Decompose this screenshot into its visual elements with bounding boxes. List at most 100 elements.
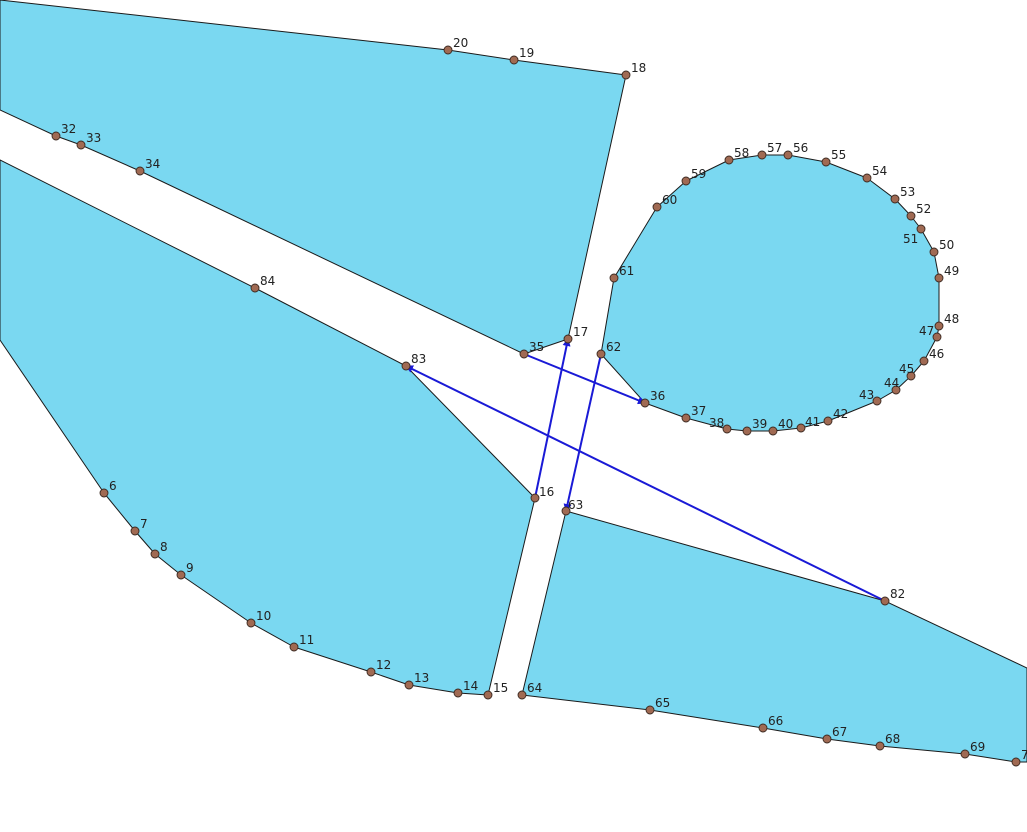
vertex-20 xyxy=(443,45,453,55)
vertex-layer xyxy=(51,45,1021,767)
vertex-11 xyxy=(289,642,299,652)
vertex-label-13: 13 xyxy=(414,671,429,685)
vertex-label-61: 61 xyxy=(619,264,634,278)
vertex-label-16: 16 xyxy=(539,485,554,499)
vertex-56 xyxy=(783,150,793,160)
vertex-label-32: 32 xyxy=(61,122,76,136)
vertex-label-67: 67 xyxy=(832,725,847,739)
vertex-40 xyxy=(768,426,778,436)
vertex-label-57: 57 xyxy=(767,141,782,155)
vertex-label-42: 42 xyxy=(833,407,848,421)
vertex-label-46: 46 xyxy=(929,347,944,361)
vertex-62 xyxy=(596,349,606,359)
vertex-label-45: 45 xyxy=(899,362,914,376)
vertex-label-69: 69 xyxy=(970,740,985,754)
vertex-label-6: 6 xyxy=(109,479,117,493)
vertex-19 xyxy=(509,55,519,65)
vertex-label-62: 62 xyxy=(606,340,621,354)
vertex-46 xyxy=(919,356,929,366)
arrow-35-to-36 xyxy=(523,353,646,405)
vertex-label-38: 38 xyxy=(709,416,724,430)
vertex-83 xyxy=(401,361,411,371)
vertex-label-58: 58 xyxy=(734,146,749,160)
vertex-41 xyxy=(796,423,806,433)
vertex-label-60: 60 xyxy=(662,193,677,207)
vertex-6 xyxy=(99,488,109,498)
vertex-label-36: 36 xyxy=(650,389,665,403)
vertex-label-8: 8 xyxy=(160,540,168,554)
vertex-51 xyxy=(916,224,926,234)
arrow-82-to-83 xyxy=(405,365,886,602)
vertex-44 xyxy=(891,385,901,395)
vertex-82 xyxy=(880,596,890,606)
vertex-58 xyxy=(724,155,734,165)
vertex-label-68: 68 xyxy=(885,732,900,746)
vertex-label-63: 63 xyxy=(568,498,583,512)
vertex-label-82: 82 xyxy=(890,587,905,601)
vertex-17 xyxy=(563,334,573,344)
vertex-label-52: 52 xyxy=(916,202,931,216)
vertex-label-40: 40 xyxy=(778,417,793,431)
arrow-16-to-17 xyxy=(534,338,571,499)
vertex-label-48: 48 xyxy=(944,312,959,326)
vertex-label-15: 15 xyxy=(493,681,508,695)
vertex-54 xyxy=(862,173,872,183)
vertex-label-84: 84 xyxy=(260,274,275,288)
vertex-label-37: 37 xyxy=(691,404,706,418)
vertex-50 xyxy=(929,247,939,257)
vertex-55 xyxy=(821,157,831,167)
vertex-48 xyxy=(934,321,944,331)
vertex-64 xyxy=(517,690,527,700)
vertex-12 xyxy=(366,667,376,677)
vertex-label-65: 65 xyxy=(655,696,670,710)
polygon-layer xyxy=(0,0,1027,763)
vertex-53 xyxy=(890,194,900,204)
vertex-label-56: 56 xyxy=(793,141,808,155)
vertex-label-19: 19 xyxy=(519,46,534,60)
vertex-9 xyxy=(176,570,186,580)
polygon-right-lower xyxy=(521,510,1027,763)
vertex-label-43: 43 xyxy=(859,388,874,402)
vertex-label-64: 64 xyxy=(527,681,542,695)
vertex-59 xyxy=(681,176,691,186)
polygon-left-lower xyxy=(0,159,536,696)
arrow-layer xyxy=(405,338,886,602)
vertex-34 xyxy=(135,166,145,176)
vertex-61 xyxy=(609,273,619,283)
vertex-47 xyxy=(932,332,942,342)
vertex-13 xyxy=(404,680,414,690)
vertex-68 xyxy=(875,741,885,751)
vertex-14 xyxy=(453,688,463,698)
vertex-42 xyxy=(823,416,833,426)
vertex-39 xyxy=(742,426,752,436)
vertex-label-47: 47 xyxy=(919,324,934,338)
vertex-label-51: 51 xyxy=(903,232,918,246)
vertex-label-41: 41 xyxy=(805,415,820,429)
vertex-35 xyxy=(519,349,529,359)
vertex-66 xyxy=(758,723,768,733)
vertex-10 xyxy=(246,618,256,628)
vertex-label-34: 34 xyxy=(145,157,160,171)
vertex-label-7: 7 xyxy=(140,517,148,531)
vertex-label-53: 53 xyxy=(900,185,915,199)
vertex-8 xyxy=(150,549,160,559)
vertex-label-35: 35 xyxy=(529,340,544,354)
vertex-label-83: 83 xyxy=(411,352,426,366)
vertex-label-44: 44 xyxy=(884,376,899,390)
vertex-49 xyxy=(934,273,944,283)
vertex-43 xyxy=(872,396,882,406)
vertex-38 xyxy=(722,424,732,434)
vertex-16 xyxy=(530,493,540,503)
polygon-circle-region xyxy=(600,154,940,432)
vertex-label-39: 39 xyxy=(752,417,767,431)
vertex-32 xyxy=(51,131,61,141)
vertex-label-70: 7 xyxy=(1021,748,1027,762)
vertex-60 xyxy=(652,202,662,212)
vertex-15 xyxy=(483,690,493,700)
vertex-52 xyxy=(906,211,916,221)
vertex-label-50: 50 xyxy=(939,238,954,252)
vertex-67 xyxy=(822,734,832,744)
arrow-62-to-63 xyxy=(563,353,602,512)
